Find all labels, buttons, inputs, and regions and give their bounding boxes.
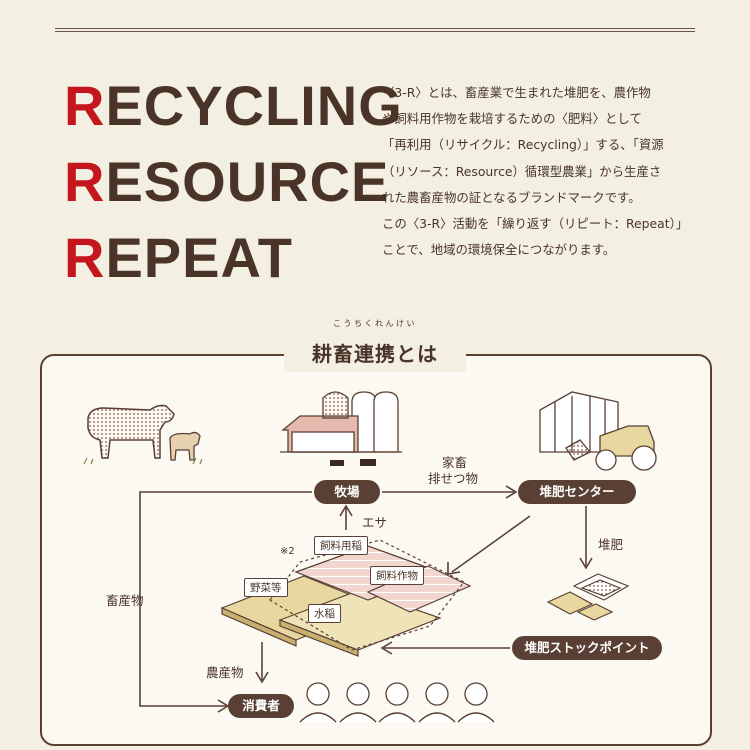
intro-line: 「再利用（リサイクル：Recycling）」する、「資源 bbox=[382, 137, 664, 153]
excreta-label-2: 排せつ物 bbox=[428, 471, 479, 486]
consumer-pill: 消費者 bbox=[228, 694, 294, 718]
intro-line: （リソース：Resource）循環型農業」から生産さ bbox=[382, 163, 662, 179]
intro-line: れた農畜産物の証となるブランドマークです。 bbox=[382, 189, 641, 205]
consumers-icon bbox=[299, 682, 495, 723]
small-cows-icon bbox=[330, 459, 376, 466]
feed-crops-tag: 飼料作物 bbox=[370, 566, 424, 585]
headline-resource: RESOURCE bbox=[64, 150, 390, 213]
intro-text: 〈3-R〉とは、畜産業で生まれた堆肥を、農作物 や飼料用作物を栽培するための〈肥… bbox=[382, 80, 702, 263]
flow-arrows bbox=[139, 485, 593, 713]
intro-line: ことで、地域の環境保全につながります。 bbox=[382, 242, 616, 258]
rice-tag: 水稲 bbox=[308, 604, 341, 623]
ranch-pill: 牧場 bbox=[314, 480, 380, 504]
compost-label: 堆肥 bbox=[598, 537, 624, 552]
excreta-label-1: 家畜 bbox=[442, 455, 468, 470]
top-rule bbox=[55, 28, 695, 32]
farm-products-label: 農産物 bbox=[206, 665, 244, 680]
cattle-icon bbox=[83, 404, 203, 465]
headline-recycling: RECYCLING bbox=[64, 74, 403, 137]
note-label: ※2 bbox=[280, 546, 295, 557]
feed-label: エサ bbox=[362, 515, 388, 530]
stock-point-pill: 堆肥ストックポイント bbox=[512, 636, 662, 660]
intro-line: や飼料用作物を栽培するための〈肥料〉として bbox=[382, 111, 642, 127]
greenhouse-tractor-icon bbox=[539, 391, 657, 471]
section-ruby: こうちくれんけい bbox=[333, 319, 417, 328]
intro-line: 〈3-R〉とは、畜産業で生まれた堆肥を、農作物 bbox=[382, 85, 651, 100]
fields-icon bbox=[220, 539, 472, 657]
headline-repeat: REPEAT bbox=[64, 226, 293, 289]
vegetables-tag: 野菜等 bbox=[244, 578, 288, 597]
compost-stock-icon bbox=[546, 573, 630, 621]
feed-rice-tag: 飼料用稲 bbox=[314, 536, 368, 555]
ranch-building-icon bbox=[280, 391, 402, 453]
compost-center-pill: 堆肥センター bbox=[518, 480, 636, 504]
intro-line: この〈3-R〉活動を「繰り返す（リピート：Repeat）」 bbox=[382, 216, 689, 232]
livestock-products-label: 畜産物 bbox=[106, 593, 144, 608]
section-title: 耕畜連携とは bbox=[284, 336, 466, 372]
